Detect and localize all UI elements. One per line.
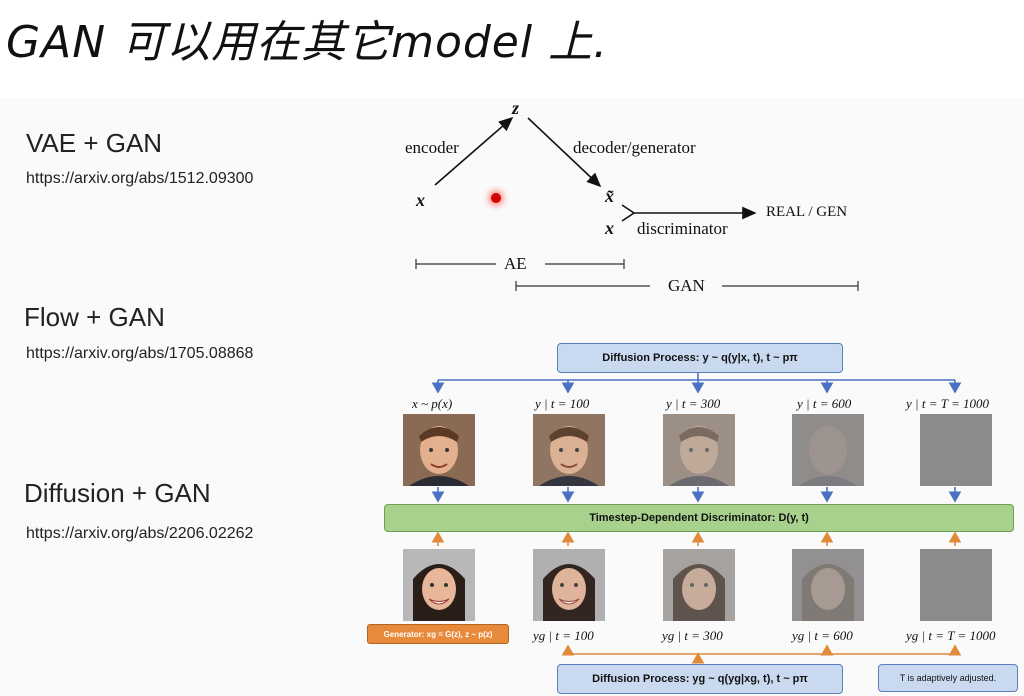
reconstruction-x-tilde-label: x̃ [605,186,614,206]
face-real-t600 [792,414,864,486]
section-title-flow-gan: Flow + GAN [24,302,165,332]
face-generated-t1000-noise [920,549,992,621]
decoder-arrow [527,117,602,188]
discriminator-arrow [621,205,755,221]
face-real-clean [403,414,475,486]
face-generated-t300 [663,549,735,621]
discriminator-label: discriminator [637,219,728,238]
bottom-process-connectors [431,531,962,664]
ae-span-label: AE [504,254,527,273]
generator-box: Generator: xg = G(z), z ~ p(z) [367,624,509,644]
real-gen-output-label: REAL / GEN [766,204,848,220]
encoder-label: encoder [405,138,459,157]
section-url-flow-gan[interactable]: https://arxiv.org/abs/1705.08868 [26,345,254,362]
timestep-dependent-discriminator-box: Timestep-Dependent Discriminator: D(y, t… [384,504,1014,532]
bottom-label-t1000: yg | t = T = 1000 [906,628,996,643]
bottom-diffusion-process-box: Diffusion Process: yg ~ q(yg|xg, t), t ~… [557,664,843,694]
face-generated-t600 [792,549,864,621]
top-label-t600: y | t = 600 [797,396,852,411]
face-real-t300 [663,414,735,486]
top-label-t300: y | t = 300 [666,396,721,411]
section-url-vae-gan[interactable]: https://arxiv.org/abs/1512.09300 [26,170,254,187]
face-real-t1000-noise [920,414,992,486]
top-label-x: x ~ p(x) [412,396,453,411]
handwritten-title: GAN 可以用在其它model 上. [6,17,609,68]
input-x-label: x [416,190,425,210]
latent-z-label: z [512,98,520,118]
decoder-label: decoder/generator [573,138,696,157]
encoder-arrow [434,116,514,186]
real-x-label: x [605,218,614,238]
gan-span-label: GAN [668,276,705,295]
top-diffusion-process-box: Diffusion Process: y ~ q(y|x, t), t ~ pπ [557,343,843,373]
top-label-t100: y | t = 100 [535,396,590,411]
laser-pointer-dot [491,193,501,203]
bottom-label-t300: yg | t = 300 [662,628,723,643]
face-generated-clean [403,549,475,621]
face-generated-t100 [533,549,605,621]
top-label-t1000: y | t = T = 1000 [906,396,989,411]
section-title-vae-gan: VAE + GAN [26,128,163,158]
section-title-diffusion-gan: Diffusion + GAN [24,478,211,508]
top-process-connectors [431,372,962,503]
section-url-diffusion-gan[interactable]: https://arxiv.org/abs/2206.02262 [26,525,254,542]
bottom-label-t600: yg | t = 600 [792,628,853,643]
adaptive-t-note: T is adaptively adjusted. [878,664,1018,692]
face-real-t100 [533,414,605,486]
bottom-label-t100: yg | t = 100 [533,628,594,643]
